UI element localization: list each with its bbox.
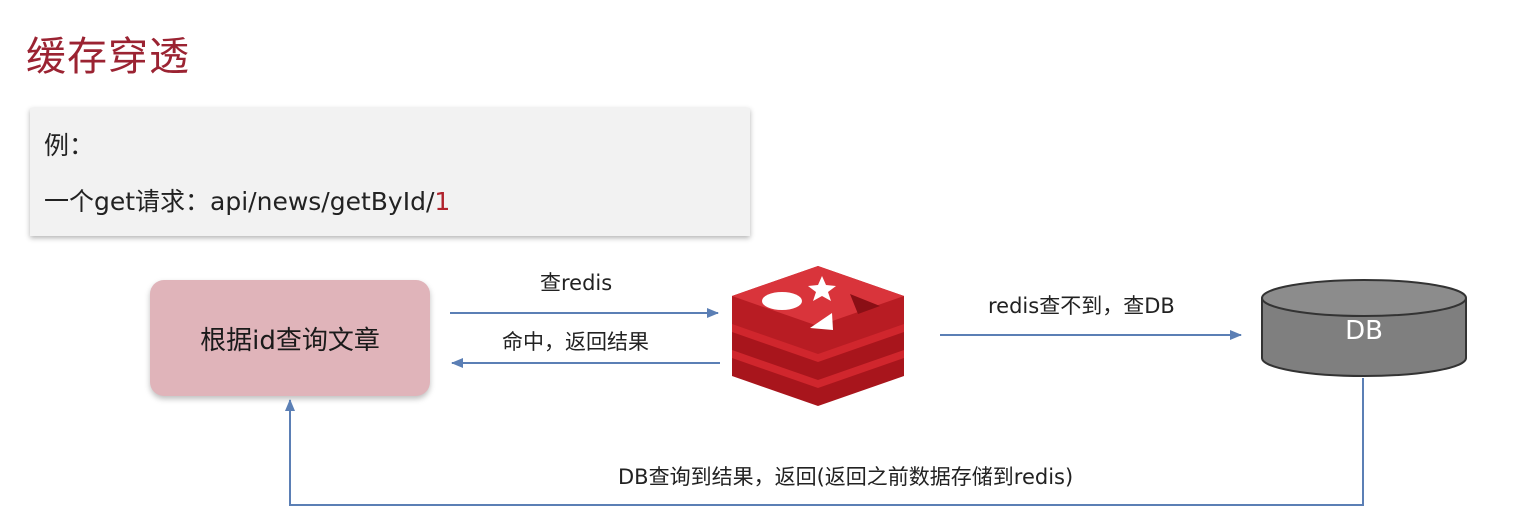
database-icon — [1261, 279, 1467, 377]
example-request: 一个get请求：api/news/getById/1 — [44, 182, 450, 218]
db-node-label: DB — [1345, 316, 1383, 346]
example-box: 例： 一个get请求：api/news/getById/1 — [30, 108, 750, 236]
label-query-redis: 查redis — [540, 271, 613, 295]
arrow-db-return — [285, 378, 1364, 506]
page-title: 缓存穿透 — [26, 34, 190, 80]
redis-logo-icon — [732, 266, 904, 406]
example-request-id: 1 — [434, 187, 451, 216]
example-request-path: 一个get请求：api/news/getById/ — [44, 187, 435, 216]
example-label: 例： — [44, 131, 95, 160]
query-article-node: 根据id查询文章 — [150, 280, 430, 396]
label-hit-return: 命中，返回结果 — [502, 330, 649, 354]
label-db-return: DB查询到结果，返回(返回之前数据存储到redis) — [618, 465, 1074, 489]
label-redis-miss: redis查不到，查DB — [988, 294, 1175, 318]
